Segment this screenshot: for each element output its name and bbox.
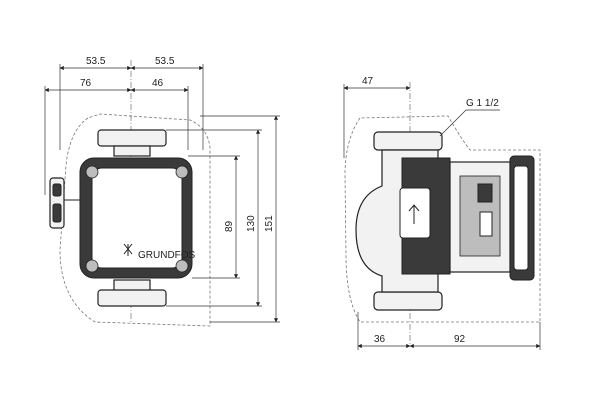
dim-47-text: 47 bbox=[362, 76, 374, 87]
dim-130-text: 130 bbox=[246, 215, 257, 232]
side-top-flange bbox=[373, 131, 443, 151]
pump-front-panel bbox=[91, 167, 183, 269]
grundfos-logo-icon bbox=[123, 243, 133, 256]
side-electronics-connector-lower bbox=[479, 211, 493, 237]
thread-leader-diag bbox=[439, 109, 467, 137]
top-flange bbox=[97, 129, 167, 147]
thread-label: G 1 1/2 bbox=[466, 98, 499, 109]
dim-46-text: 46 bbox=[152, 78, 164, 89]
side-envelope-outline bbox=[344, 115, 541, 323]
connector-socket-top bbox=[52, 183, 62, 197]
dim-151-text: 151 bbox=[264, 215, 275, 232]
side-rear-cover-inner bbox=[513, 165, 529, 271]
side-arrow-up-icon bbox=[408, 204, 420, 224]
dim-92-text: 92 bbox=[454, 334, 466, 345]
side-motor-cover bbox=[399, 187, 431, 239]
top-pipe-neck bbox=[113, 145, 151, 157]
screw-bottom-left bbox=[85, 259, 99, 273]
dim-89-text: 89 bbox=[224, 220, 235, 232]
front-envelope-outline bbox=[59, 113, 211, 327]
screw-bottom-right bbox=[175, 259, 189, 273]
side-electronics-connector bbox=[477, 183, 493, 203]
bottom-flange bbox=[97, 289, 167, 307]
dim-76-text: 76 bbox=[80, 78, 92, 89]
screw-top-right bbox=[175, 165, 189, 179]
screw-top-left bbox=[85, 165, 99, 179]
front-view: GRUNDFOS 53.5 53.5 76 46 89 130 bbox=[44, 56, 280, 327]
side-view: G 1 1/2 47 36 92 bbox=[343, 76, 541, 350]
logo-text: GRUNDFOS bbox=[138, 250, 196, 261]
dim-53-right-text: 53.5 bbox=[155, 56, 175, 67]
dim-53-left-text: 53.5 bbox=[86, 56, 106, 67]
connector-socket-bottom bbox=[52, 203, 62, 223]
side-bottom-flange bbox=[373, 291, 443, 311]
dim-36-text: 36 bbox=[374, 334, 386, 345]
